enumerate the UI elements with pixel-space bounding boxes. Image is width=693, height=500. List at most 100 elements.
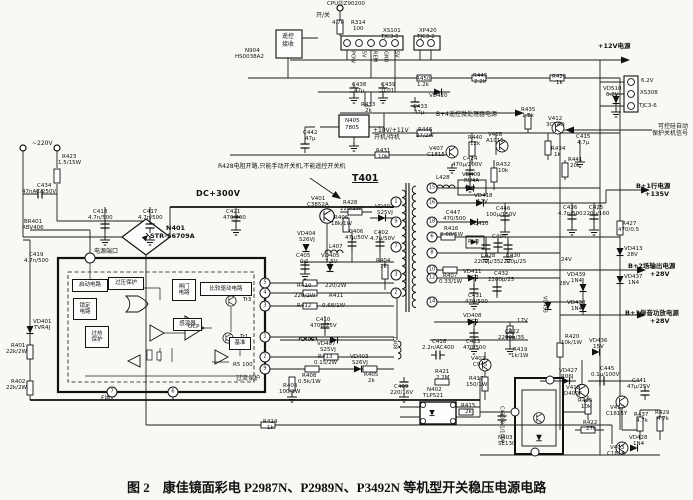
component-label: R441 xyxy=(568,157,583,163)
component-label: 27k xyxy=(586,426,597,432)
component-label: XS101 xyxy=(383,28,401,34)
component-label: 220/2W xyxy=(340,206,362,212)
component-label: 10k xyxy=(378,154,389,160)
component-label: C445 xyxy=(600,366,615,372)
component-label: HS0038A2 xyxy=(235,54,264,60)
component-label: R420 xyxy=(565,334,580,340)
component-label: V417 xyxy=(610,405,625,411)
component-label: V407 xyxy=(429,146,444,152)
component-label: N904 xyxy=(245,48,260,54)
component-label: 47μ xyxy=(414,110,425,116)
component-label: B+1行电源 xyxy=(636,182,671,190)
component-label: 470/500 xyxy=(465,299,488,305)
component-label: N401 xyxy=(166,224,186,232)
component-label: 2k xyxy=(368,378,375,384)
component-label: C434 xyxy=(37,183,52,189)
ic-block: 闸门 电路 xyxy=(172,279,196,301)
transformer-secondary xyxy=(411,185,417,309)
component-label: R423 xyxy=(62,154,77,160)
component-label: 28V xyxy=(627,252,638,258)
component-label: R412 xyxy=(297,303,312,309)
component-label: V412 xyxy=(548,116,563,122)
component-label: VD402 xyxy=(375,204,394,210)
component-label: VD401 xyxy=(33,319,52,325)
component-label: VD404 xyxy=(297,231,316,237)
component-label: 1.2k xyxy=(417,82,429,88)
component-label: 220/2W xyxy=(294,293,316,299)
transformer-pin: 16 xyxy=(426,197,438,209)
ic-pin: 4 xyxy=(259,287,271,299)
component-label: 4.7μ/50V xyxy=(370,236,395,242)
component-label: TJC3-2 xyxy=(417,34,435,40)
component-label: 5V xyxy=(360,51,367,58)
component-label: 1k xyxy=(380,264,387,270)
component-label: 47μ/25V xyxy=(627,384,651,390)
transformer-pin: 3 xyxy=(390,269,402,281)
component-label: Tr3 xyxy=(243,297,252,303)
component-label: R431 xyxy=(376,148,391,154)
component-label: 0.5k/1W xyxy=(298,379,321,385)
component-label: ~220V xyxy=(32,140,53,147)
component-label: 1k xyxy=(556,80,563,86)
ic-block: 比较驱动电路 xyxy=(200,282,252,296)
component-label: R415 xyxy=(461,403,476,409)
component-label: 2200μ/25 xyxy=(500,259,527,265)
component-label: R410 xyxy=(297,283,312,289)
component-label: 4.7n/500 xyxy=(24,258,49,264)
transformer-pin: 7 xyxy=(390,241,402,253)
transformer-pin: 9 xyxy=(390,216,402,228)
component-label: 1N4 xyxy=(633,441,645,447)
component-label: 4.7μ xyxy=(577,140,590,146)
component-label: 4.7k xyxy=(332,20,344,26)
component-label: VD403 xyxy=(350,354,369,360)
component-label: C417 xyxy=(143,209,158,215)
component-label: A1015 xyxy=(486,138,504,144)
component-label: 7.5V xyxy=(325,259,338,265)
component-label: CPU⑮Z90200 xyxy=(327,1,365,7)
component-label: +28V xyxy=(650,270,670,278)
diode-ru2-box xyxy=(465,235,485,249)
transformer-pin: 15 xyxy=(426,182,438,194)
component-label: 2.2M xyxy=(436,375,450,381)
component-label: VD439 xyxy=(567,272,586,278)
component-label: TVR4J xyxy=(34,325,51,331)
component-label: R411 xyxy=(329,293,344,299)
component-label: 100 xyxy=(353,26,364,32)
transformer-pin: 6 xyxy=(426,231,438,243)
component-label: S26VJ xyxy=(352,360,368,366)
component-label: T401 xyxy=(352,173,379,184)
component-label: C442 xyxy=(303,130,318,136)
component-label: R421 xyxy=(435,369,450,375)
component-label: R422 xyxy=(583,420,598,426)
component-label: R435 xyxy=(521,107,536,113)
component-label: R314 xyxy=(351,20,366,26)
component-label: R446 xyxy=(418,127,433,133)
component-label: C422 xyxy=(505,329,520,335)
component-label: R428 xyxy=(343,200,358,206)
component-label: 1k/1W xyxy=(511,353,529,359)
component-label: VD409 xyxy=(462,172,481,178)
component-label: 1.2k xyxy=(522,113,534,119)
component-label: Tr1 xyxy=(240,334,249,340)
component-label: C432 xyxy=(494,271,509,277)
component-label: 47nAC/250V xyxy=(22,189,57,195)
component-label: 15V xyxy=(593,344,604,350)
component-label: C945 xyxy=(473,362,488,368)
transformer-core xyxy=(405,183,410,312)
component-label: C431 xyxy=(468,293,483,299)
component-label: 4.7n/500 xyxy=(558,211,583,217)
component-label: R445 xyxy=(473,73,488,79)
ic-block: 基准 xyxy=(229,337,251,350)
component-label: R432 xyxy=(496,162,511,168)
component-label: 100μ/150V xyxy=(486,212,517,218)
component-label: 接收 xyxy=(282,41,295,48)
component-label: VD436 xyxy=(589,338,608,344)
component-label: 10k/1W xyxy=(561,340,582,346)
component-label: 220/2W xyxy=(325,283,347,289)
component-label: RU4A xyxy=(464,178,480,184)
component-label: B+4遥控微处理器电源 xyxy=(436,111,497,118)
component-label: VD407 xyxy=(317,341,336,347)
component-label: 开机/待机 xyxy=(374,134,401,141)
ic-block: 锁定 电路 xyxy=(73,298,97,320)
component-label: D400F xyxy=(564,391,582,397)
